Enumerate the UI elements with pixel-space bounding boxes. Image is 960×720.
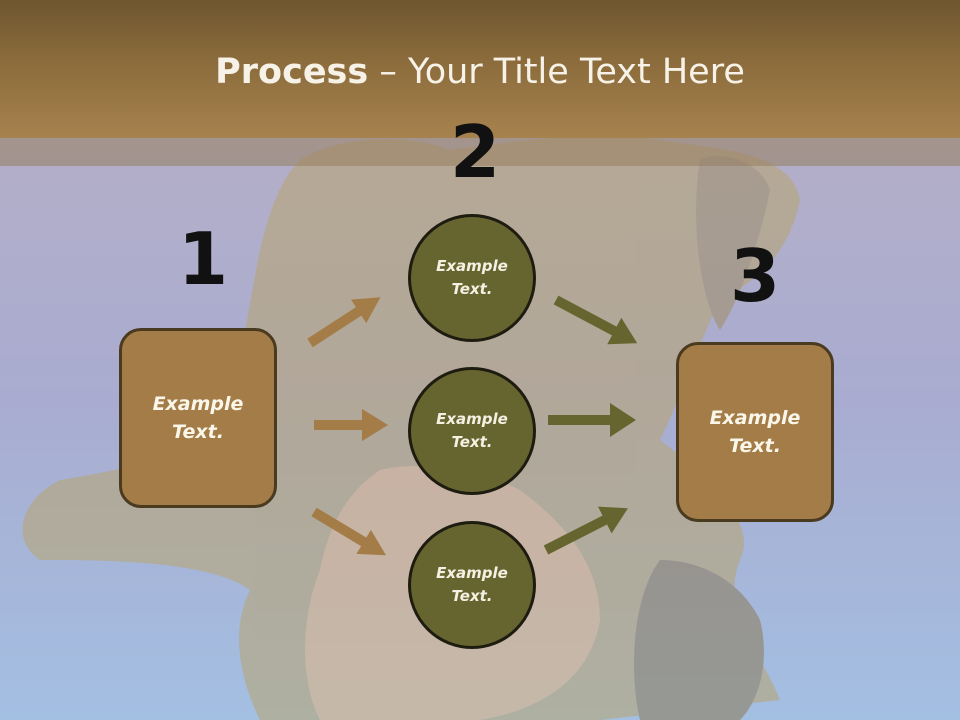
header-band: [0, 138, 960, 166]
arrow-to-bottom-circle: [311, 507, 387, 556]
circle-top: Example Text.: [408, 214, 536, 342]
right-box-text: Example Text.: [709, 406, 801, 458]
step-number-3: 3: [730, 234, 781, 318]
left-process-box: Example Text.: [119, 328, 277, 508]
title-rest: – Your Title Text Here: [368, 52, 745, 92]
arrow-to-middle-circle: [314, 409, 388, 441]
circle-bottom: Example Text.: [408, 521, 536, 649]
right-process-box: Example Text.: [676, 342, 834, 522]
circle-top-text: Example Text.: [436, 256, 508, 298]
step-number-2: 2: [450, 110, 501, 194]
circle-middle-text: Example Text.: [436, 409, 508, 451]
arrow-middle-to-right: [548, 403, 636, 437]
circle-middle: Example Text.: [408, 367, 536, 495]
step-number-1: 1: [178, 217, 229, 301]
arrow-top-to-right: [553, 295, 638, 345]
title-bold: Process: [215, 52, 369, 92]
arrow-to-top-circle: [307, 297, 381, 348]
circle-bottom-text: Example Text.: [436, 563, 508, 605]
left-box-text: Example Text.: [152, 392, 244, 444]
arrow-bottom-to-right: [543, 506, 628, 555]
slide-title: Process – Your Title Text Here: [0, 52, 960, 92]
title-header-bar: [0, 0, 960, 138]
